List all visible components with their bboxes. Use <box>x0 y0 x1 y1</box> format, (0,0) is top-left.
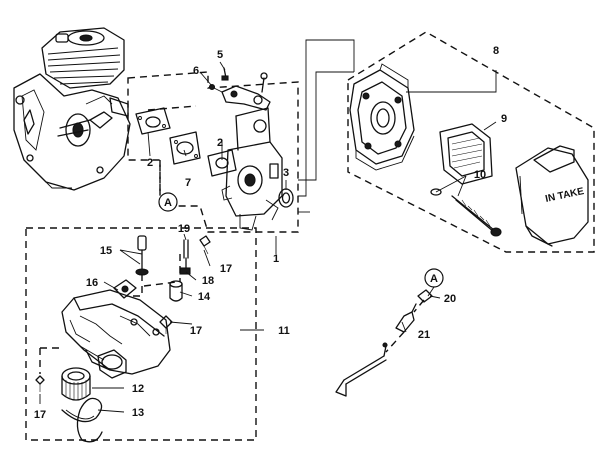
callout-14: 14 <box>198 291 211 303</box>
screw-part-17-bottom <box>35 375 45 392</box>
fuel-lines <box>135 235 149 276</box>
gasket-left <box>135 107 171 135</box>
screw-part-17-top <box>199 235 211 255</box>
reference-marker-a-right-label: A <box>430 273 438 285</box>
callout-6: 6 <box>193 65 199 77</box>
fuel-filter <box>169 280 183 302</box>
callout-17-bottom: 17 <box>34 409 46 421</box>
fuel-pickup <box>179 239 191 275</box>
air-filter-base-plate <box>349 63 415 171</box>
callout-8: 8 <box>493 45 499 57</box>
air-filter-assembly-outline <box>347 31 595 253</box>
callout-19: 19 <box>178 223 190 235</box>
carburetor <box>221 107 283 231</box>
callout-leaders <box>39 61 497 413</box>
callout-2-left: 2 <box>147 157 153 169</box>
fuel-line-grommet <box>113 279 137 299</box>
callout-2-right: 2 <box>217 137 223 149</box>
callout-5: 5 <box>217 49 223 61</box>
callout-15: 15 <box>100 245 112 257</box>
cap-tether <box>61 397 103 443</box>
reference-marker-a-right: A <box>424 268 444 297</box>
callout-9: 9 <box>501 113 507 125</box>
air-filter-cover: IN TAKE <box>515 145 589 247</box>
callout-17-top: 17 <box>220 263 232 275</box>
screw-part-17-mid <box>159 315 173 334</box>
fuel-cap <box>61 367 91 401</box>
cover-bolt <box>430 188 502 237</box>
callout-11: 11 <box>278 325 290 337</box>
callout-17-mid: 17 <box>190 325 202 337</box>
insulator-spacer <box>169 131 201 165</box>
callout-3: 3 <box>283 167 289 179</box>
callout-20: 20 <box>444 293 456 305</box>
callout-10: 10 <box>474 169 486 181</box>
callout-numbers: 1 2 2 3 5 6 7 8 9 10 11 12 13 14 15 16 1… <box>34 45 507 421</box>
callout-18: 18 <box>202 275 214 287</box>
callout-12: 12 <box>132 383 144 395</box>
air-filter-cover-text: IN TAKE <box>544 186 585 205</box>
callout-21: 21 <box>418 329 430 341</box>
engine-block <box>13 27 131 191</box>
callout-1: 1 <box>273 253 279 265</box>
callout-16: 16 <box>86 277 98 289</box>
fuel-tank <box>61 289 171 379</box>
callout-7: 7 <box>185 177 191 189</box>
callout-13: 13 <box>132 407 144 419</box>
o-ring <box>278 188 294 208</box>
throttle-linkage <box>208 72 271 111</box>
primer-bulb-parts <box>335 289 433 397</box>
reference-marker-a-left: A <box>158 192 178 212</box>
air-filter-element <box>439 123 493 185</box>
carburetor-assembly-outline <box>127 71 299 233</box>
assembly-leader-lines <box>298 39 355 213</box>
fuel-tank-connectors <box>39 254 181 374</box>
reference-marker-a-left-label: A <box>164 197 172 209</box>
